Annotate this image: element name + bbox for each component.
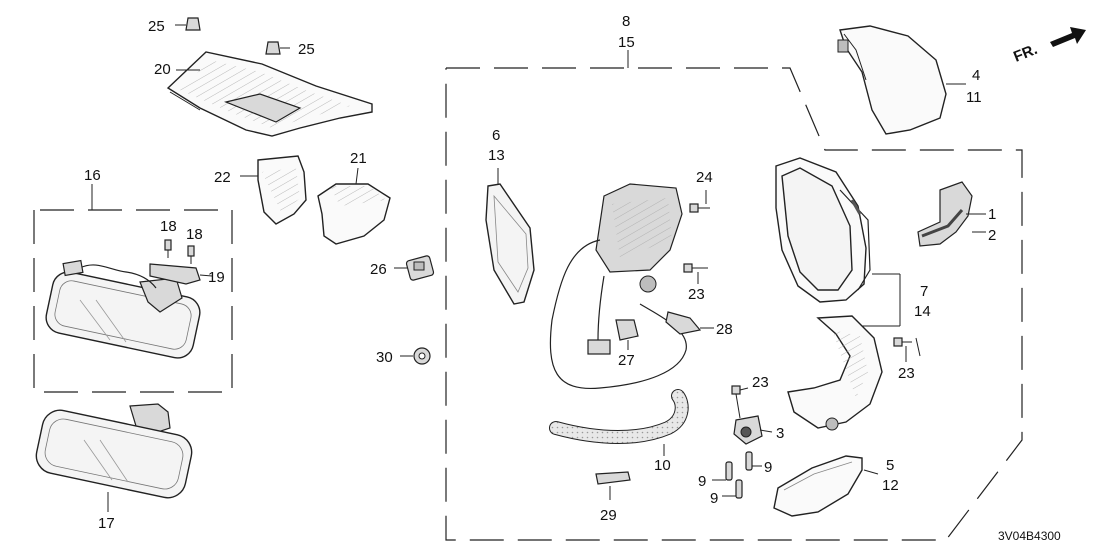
callout-9-b: 9 <box>764 459 772 476</box>
leader-lines <box>91 50 986 357</box>
callout-25-mid: 25 <box>298 41 315 58</box>
callout-18-left: 18 <box>160 218 177 235</box>
clip-29 <box>595 471 631 500</box>
callout-labels: 25 25 20 22 21 16 18 18 19 17 26 30 8 15… <box>84 13 996 532</box>
interior-mirror-with-harness <box>45 259 201 359</box>
callout-9-c: 9 <box>710 490 718 507</box>
screw-18-right <box>187 245 195 264</box>
interior-mirror-group-box <box>33 209 233 393</box>
mirror-actuator <box>549 183 687 390</box>
callout-15: 15 <box>618 34 635 51</box>
mounting-nut <box>400 347 431 365</box>
figure-code: 3V04B4300 <box>998 529 1061 543</box>
screw-18-left <box>164 239 172 258</box>
callout-19: 19 <box>208 269 225 286</box>
callout-26: 26 <box>370 261 387 278</box>
clip-lower <box>265 41 290 55</box>
callout-14: 14 <box>914 303 931 320</box>
callout-23-actuator: 23 <box>688 286 705 303</box>
door-mirror-glass <box>485 168 535 305</box>
screw-9-a <box>712 461 733 481</box>
callout-17: 17 <box>98 515 115 532</box>
screw-23-actuator <box>683 263 708 284</box>
callout-8: 8 <box>622 13 630 30</box>
callout-22: 22 <box>214 169 231 186</box>
mirror-lower-cover <box>773 455 879 517</box>
screw-24 <box>689 190 710 213</box>
callout-2: 2 <box>988 227 996 244</box>
callout-11: 11 <box>966 89 982 106</box>
arrow-right-icon <box>1050 27 1086 47</box>
callout-10: 10 <box>654 457 671 474</box>
callout-9-a: 9 <box>698 473 706 490</box>
callout-28: 28 <box>716 321 733 338</box>
callout-18-right: 18 <box>186 226 203 243</box>
screw-9-c <box>722 479 743 499</box>
clip-upper <box>175 17 201 31</box>
callout-13: 13 <box>488 147 505 164</box>
callout-5: 5 <box>886 457 894 474</box>
callout-23-right: 23 <box>898 365 915 382</box>
lower-cover-left <box>240 155 307 225</box>
turn-signal-lamp <box>917 181 986 247</box>
mirror-camera <box>731 385 773 445</box>
mirror-cover-upper <box>166 51 373 137</box>
front-direction-indicator: FR. <box>1011 27 1086 66</box>
interior-mirror <box>35 403 193 512</box>
callout-27: 27 <box>618 352 635 369</box>
callout-7: 7 <box>920 283 928 300</box>
mirror-base-housing <box>787 315 883 431</box>
callout-23-camera: 23 <box>752 374 769 391</box>
callout-20: 20 <box>154 61 171 78</box>
corrugated-tube <box>549 389 689 456</box>
svg-text:FR.: FR. <box>1011 41 1040 66</box>
door-mirror-group-box <box>445 67 1023 541</box>
screw-9-b <box>745 451 762 471</box>
connector-28 <box>665 311 714 335</box>
clip-27 <box>615 319 639 350</box>
mirror-bracket <box>149 263 213 285</box>
callout-24: 24 <box>696 169 713 186</box>
callout-21: 21 <box>350 150 367 167</box>
callout-16: 16 <box>84 167 101 184</box>
callout-30: 30 <box>376 349 393 366</box>
harness-connector <box>394 255 435 281</box>
callout-6: 6 <box>492 127 500 144</box>
callout-1: 1 <box>988 206 996 223</box>
callout-25-top: 25 <box>148 18 165 35</box>
lower-cover-right <box>317 167 391 245</box>
callout-4: 4 <box>972 67 980 84</box>
mirror-cap-cover <box>837 25 966 135</box>
callout-3: 3 <box>776 425 784 442</box>
screw-23-right <box>893 337 912 362</box>
callout-12: 12 <box>882 477 899 494</box>
mirror-housing <box>775 157 901 327</box>
callout-29: 29 <box>600 507 617 524</box>
